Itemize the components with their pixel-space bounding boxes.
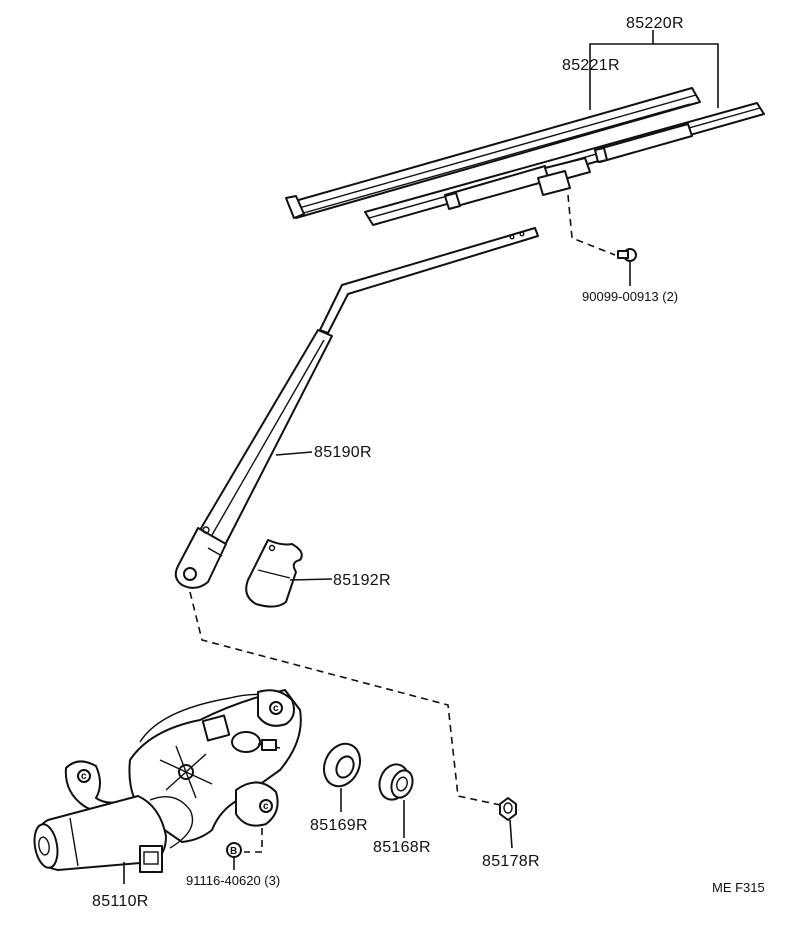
screw-part — [617, 248, 637, 262]
svg-text:c: c — [81, 771, 87, 782]
label-blade-insert: 85221R — [562, 57, 620, 74]
wiper-arm-part — [174, 227, 539, 589]
arm-to-nut-dash-line — [189, 591, 506, 807]
label-screw: 90099-00913 (2) — [582, 289, 678, 304]
label-bolt: 91116-40620 (3) — [186, 873, 280, 888]
pivot-cap-part — [323, 742, 361, 788]
bolt-marker-letter: B — [230, 846, 237, 857]
label-nut: 85178R — [482, 853, 540, 870]
blade-frame-part — [364, 102, 765, 226]
wiper-motor-part: c c c — [33, 689, 302, 873]
arm-cover-part — [245, 539, 303, 608]
label-motor: 85110R — [92, 893, 149, 910]
screw-dash-line — [567, 194, 616, 256]
bolt-dash-line — [244, 828, 263, 853]
corner-code: ME F315 — [712, 880, 765, 895]
svg-text:c: c — [263, 801, 269, 812]
label-arm: 85190R — [314, 444, 372, 461]
label-arm-cover: 85192R — [333, 572, 391, 589]
label-pivot-cap: 85169R — [310, 817, 368, 834]
blade-assembly-bracket — [589, 43, 719, 110]
label-blade-assembly: 85220R — [626, 15, 684, 32]
svg-text:c: c — [273, 703, 279, 714]
pivot-seal-part — [378, 763, 414, 801]
bolt-marker: B — [226, 842, 242, 858]
nut-part — [499, 797, 517, 821]
blade-insert-part — [285, 87, 701, 219]
label-pivot-seal: 85168R — [373, 839, 431, 856]
